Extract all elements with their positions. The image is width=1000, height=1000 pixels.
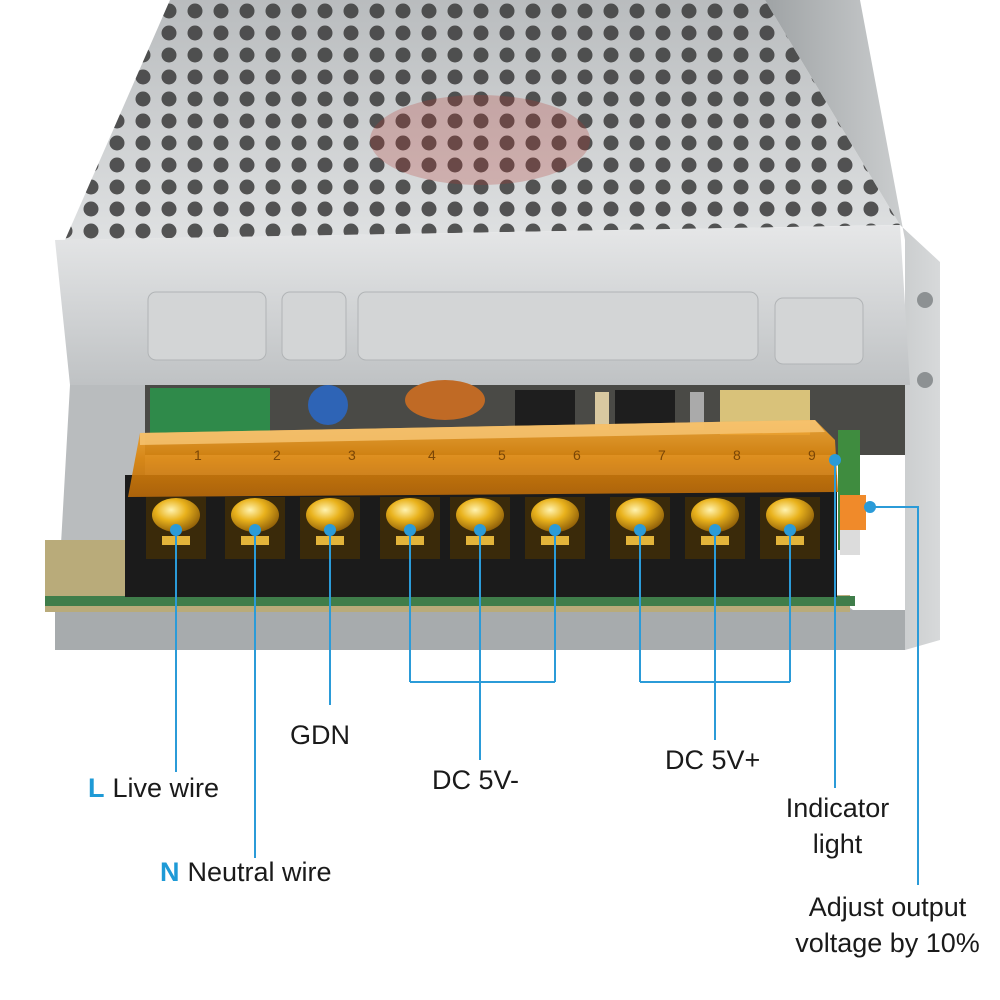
terminal-number: 3 <box>348 447 356 463</box>
gdn-label: GDN <box>290 720 350 750</box>
neutral-text: Neutral wire <box>187 857 332 887</box>
terminal-number: 1 <box>194 447 202 463</box>
indicator-line2: light <box>812 829 863 860</box>
neutral-key: N <box>160 857 180 887</box>
terminal-cover: 1 2 3 4 5 6 7 8 9 <box>128 420 838 497</box>
dc-minus-label: DC 5V- <box>432 765 520 795</box>
live-key: L <box>88 773 105 803</box>
terminal-number: 6 <box>573 447 581 463</box>
adjust-line2: voltage by 10% <box>795 928 980 959</box>
terminal-number: 2 <box>273 447 281 463</box>
terminal-screw <box>225 497 285 559</box>
terminal-number: 7 <box>658 447 666 463</box>
leader-lines <box>170 454 919 885</box>
terminal-screw <box>146 497 206 559</box>
adjust-voltage-label: Adjust output voltage by 10% <box>780 892 995 959</box>
terminal-number: 5 <box>498 447 506 463</box>
indicator-line1: Indicator <box>785 793 890 823</box>
terminal-number: 4 <box>428 447 436 463</box>
perforated-cover <box>65 0 900 240</box>
terminal-number: 8 <box>733 447 741 463</box>
indicator-light-label: Indicator light <box>770 793 905 860</box>
adjust-line1: Adjust output <box>808 892 967 922</box>
front-panel <box>55 225 910 385</box>
live-text: Live wire <box>112 773 220 803</box>
terminal-number: 9 <box>808 447 816 463</box>
dc-plus-label: DC 5V+ <box>665 745 761 775</box>
adjust-potentiometer <box>840 495 866 530</box>
